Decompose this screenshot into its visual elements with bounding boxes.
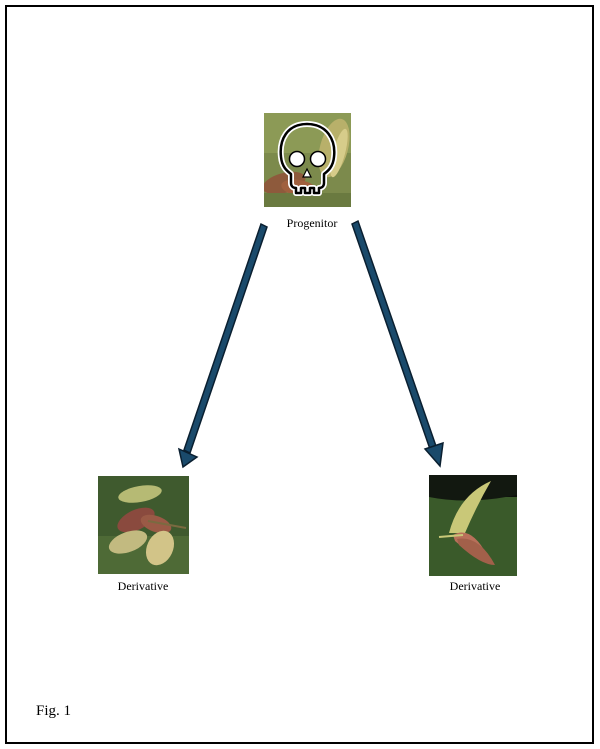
progenitor-image xyxy=(264,113,351,207)
right-derivative-image xyxy=(429,475,517,576)
arrow-to-left-derivative xyxy=(179,224,267,467)
left-derivative-label: Derivative xyxy=(83,579,203,594)
skull-icon xyxy=(264,113,351,207)
progenitor-label: Progenitor xyxy=(252,216,372,231)
arrow-to-right-derivative xyxy=(352,221,443,466)
figure-caption: Fig. 1 xyxy=(36,703,71,720)
right-derivative-label: Derivative xyxy=(415,579,535,594)
left-derivative-image xyxy=(98,476,189,574)
